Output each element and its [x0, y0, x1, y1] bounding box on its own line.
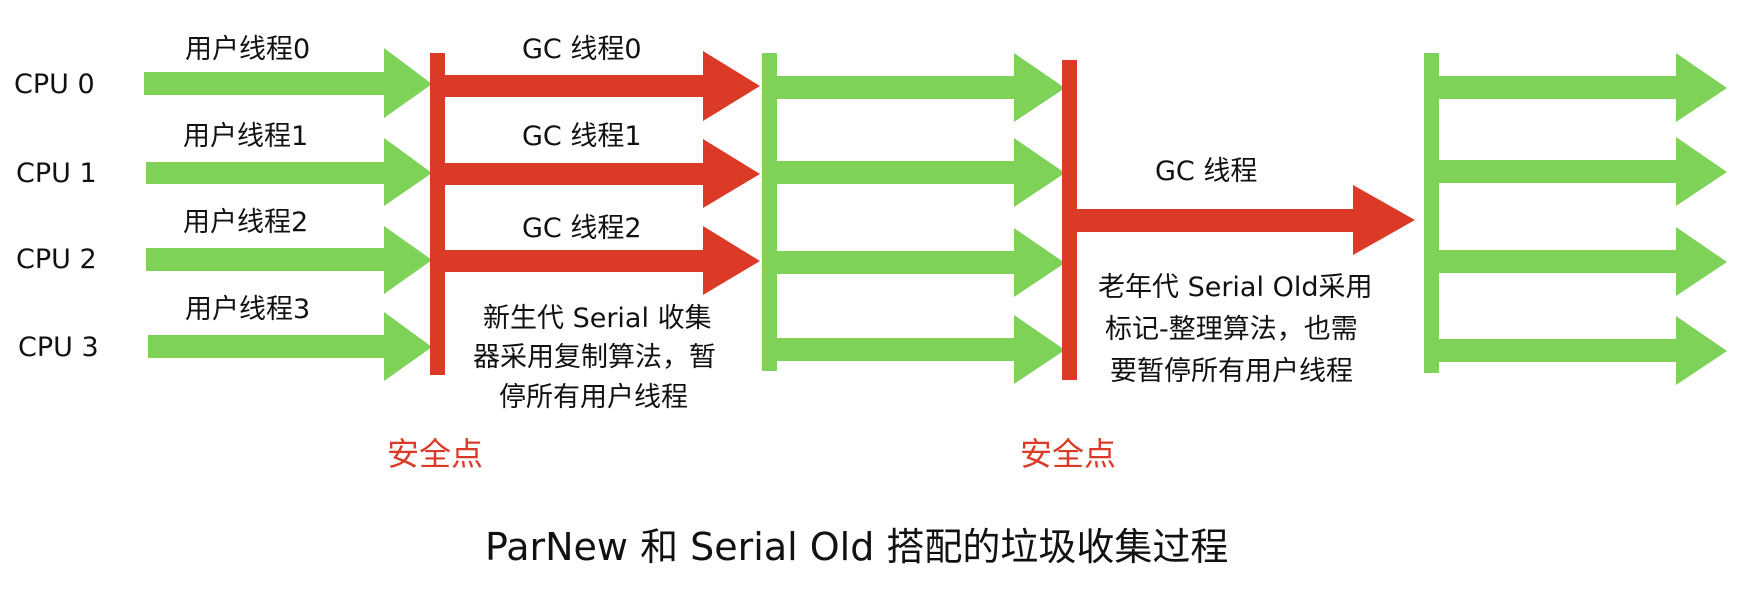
gc-thread-2-label: GC 线程2 [522, 213, 642, 244]
user-thread-arrow-cpu1-phase5 [1439, 137, 1727, 206]
cpu-2-label: CPU 2 [16, 244, 97, 275]
user-thread-arrow-cpu3-phase5 [1439, 316, 1727, 385]
user-thread-arrow-cpu0-phase5 [1439, 53, 1727, 122]
safepoint-bar-1 [430, 53, 445, 375]
young-gc-note-line-2: 器采用复制算法，暂 [473, 342, 716, 373]
old-gc-note-line-2: 标记-整理算法，也需 [1105, 314, 1358, 345]
old-gc-thread-arrow [1077, 185, 1415, 255]
user-thread-arrow-cpu3-phase1 [148, 312, 432, 381]
cpu-0-label: CPU 0 [14, 69, 95, 100]
gc-thread-0-label: GC 线程0 [522, 34, 642, 65]
safepoint-label-2: 安全点 [1020, 435, 1116, 473]
gc-thread-arrow-2 [445, 226, 760, 295]
young-gc-note-line-3: 停所有用户线程 [499, 382, 688, 413]
gc-thread-1-label: GC 线程1 [522, 121, 642, 152]
user-thread-arrow-cpu1-phase1 [146, 138, 432, 206]
user-thread-arrow-cpu2-phase3 [777, 228, 1065, 297]
user-thread-arrow-cpu2-phase1 [146, 226, 432, 294]
user-thread-arrow-cpu1-phase3 [777, 138, 1065, 207]
resume-bar-1 [762, 53, 777, 371]
resume-bar-2 [1424, 53, 1439, 373]
user-thread-0-label: 用户线程0 [185, 34, 310, 65]
cpu-1-label: CPU 1 [16, 158, 97, 189]
gc-thread-arrow-0 [445, 51, 760, 121]
old-gc-note-line-1: 老年代 Serial Old采用 [1098, 272, 1372, 303]
young-gc-note-line-1: 新生代 Serial 收集 [483, 303, 712, 334]
user-thread-arrow-cpu2-phase5 [1439, 227, 1727, 296]
user-thread-3-label: 用户线程3 [185, 294, 310, 325]
user-thread-arrow-cpu0-phase3 [777, 53, 1065, 122]
safepoint-bar-2 [1062, 60, 1077, 380]
user-thread-arrow-cpu3-phase3 [777, 315, 1065, 384]
user-thread-arrow-cpu0-phase1 [144, 48, 432, 118]
old-gc-thread-label: GC 线程 [1155, 156, 1257, 187]
cpu-3-label: CPU 3 [18, 332, 99, 363]
user-thread-1-label: 用户线程1 [183, 121, 308, 152]
safepoint-label-1: 安全点 [387, 435, 483, 473]
diagram-title: ParNew 和 Serial Old 搭配的垃圾收集过程 [485, 525, 1228, 569]
gc-thread-arrow-1 [445, 139, 760, 208]
user-thread-2-label: 用户线程2 [183, 207, 308, 238]
old-gc-note-line-3: 要暂停所有用户线程 [1110, 356, 1353, 387]
